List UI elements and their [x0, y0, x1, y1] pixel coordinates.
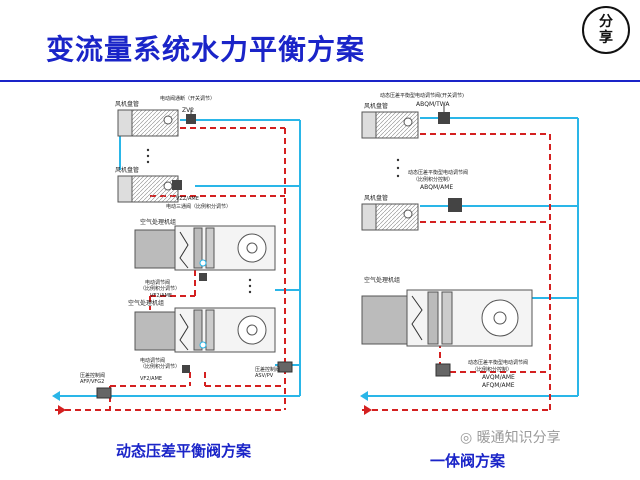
left-label-ahu2: 空气处理机组: [128, 299, 164, 307]
right-label-ahu: 空气处理机组: [364, 276, 400, 284]
right-label-mid2: （比例积分控制）: [413, 176, 453, 183]
left-label-dp1: 压差控制阀: [80, 372, 105, 379]
right-diagram-caption: 一体阀方案: [430, 452, 506, 470]
left-label-valve3a: 电动调节阀: [145, 279, 170, 286]
left-three-way-valve-icon: [172, 180, 182, 190]
right-label-mid1: 动态压差平衡型电动调节阀: [408, 169, 468, 176]
left-ahu2-valve-icon: [182, 341, 207, 373]
left-diagram: 风机盘管 电动阀通断（开关调节） ZV2 风机盘管 VZZ/AME 电动三通阀（…: [52, 95, 301, 415]
left-diagram-caption: 动态压差平衡阀方案: [116, 442, 252, 460]
right-ahu: [361, 289, 533, 347]
right-label-bot1: 动态压差平衡型电动调节阀: [468, 359, 528, 366]
badge-char-2: 享: [599, 30, 613, 46]
left-dp-valve-2-icon: [277, 361, 293, 373]
left-label-dp2: 压差控制阀: [255, 366, 280, 373]
right-label-top1: 动态压差平衡型电动调节阀(开关调节): [380, 92, 464, 99]
left-label-zv2: ZV2: [182, 107, 194, 114]
left-label-fcu1: 风机盘管: [115, 100, 139, 108]
right-avqm-valve-icon: [435, 363, 451, 377]
left-ahu-1: [134, 225, 276, 271]
left-supply-arrow: [52, 391, 60, 401]
title-underline: [0, 80, 640, 82]
left-label-valve1: 电动阀通断（开关调节）: [160, 95, 215, 102]
left-fan-coil-2: [117, 175, 179, 203]
right-label-fcu1: 风机盘管: [364, 102, 388, 110]
left-label-ahu1: 空气处理机组: [140, 218, 176, 226]
left-label-asv: ASV/PV: [255, 373, 274, 379]
left-label-valve3b: （比例积分调节）: [140, 285, 180, 292]
right-fan-coil-1: [361, 111, 419, 139]
left-label-vfz2: VF2/AME: [140, 376, 162, 382]
left-label-valve2a: 电动三通阀（比例积分调节）: [166, 203, 231, 210]
right-label-fcu2: 风机盘管: [364, 194, 388, 202]
right-abqm-valve-2-icon: [448, 198, 462, 212]
left-ahu-2: [134, 307, 276, 353]
left-ahu1-valve-icon: [199, 259, 207, 281]
right-fan-coil-2: [361, 203, 419, 231]
left-label-valve4a: 电动调节阀: [140, 357, 165, 364]
right-abqm-valve-1-icon: [438, 106, 450, 124]
right-label-abqm1: ABQM/TWA: [416, 101, 450, 108]
right-label-avqm: AVQM/AME: [482, 374, 515, 381]
left-label-vzz1: VZZ/AME: [176, 196, 199, 202]
right-label-abqm2: ABQM/AME: [420, 184, 453, 191]
left-zone-valve-icon: [186, 108, 196, 124]
right-label-bot2: （比例积分控制）: [472, 366, 512, 373]
left-dp-valve-1-icon: [96, 387, 112, 399]
right-ellipsis-dots: [396, 158, 400, 178]
right-supply-pipes: [362, 117, 579, 397]
left-fan-coil-1: [117, 109, 179, 137]
left-return-arrow: [58, 405, 66, 415]
watermark-text: ◎ 暖通知识分享: [460, 430, 561, 446]
left-label-vfz1: VF2/AME: [150, 293, 172, 299]
right-label-afqm: AFQM/AME: [482, 382, 515, 389]
left-label-fcu2: 风机盘管: [115, 166, 139, 174]
right-supply-arrow: [360, 391, 368, 401]
right-return-pipes: [362, 133, 551, 411]
share-badge[interactable]: 分 享: [582, 6, 630, 54]
left-ellipsis-dots: [146, 148, 252, 294]
right-diagram: 动态压差平衡型电动调节阀(开关调节) ABQM/TWA 风机盘管 动态压差平衡型…: [360, 92, 579, 415]
left-label-valve4b: （比例积分调节）: [140, 363, 180, 370]
left-label-afp: AFP/VFG2: [80, 379, 104, 385]
right-return-arrow: [364, 405, 372, 415]
badge-char-1: 分: [599, 14, 613, 30]
page-title: 变流量系统水力平衡方案: [46, 33, 366, 66]
